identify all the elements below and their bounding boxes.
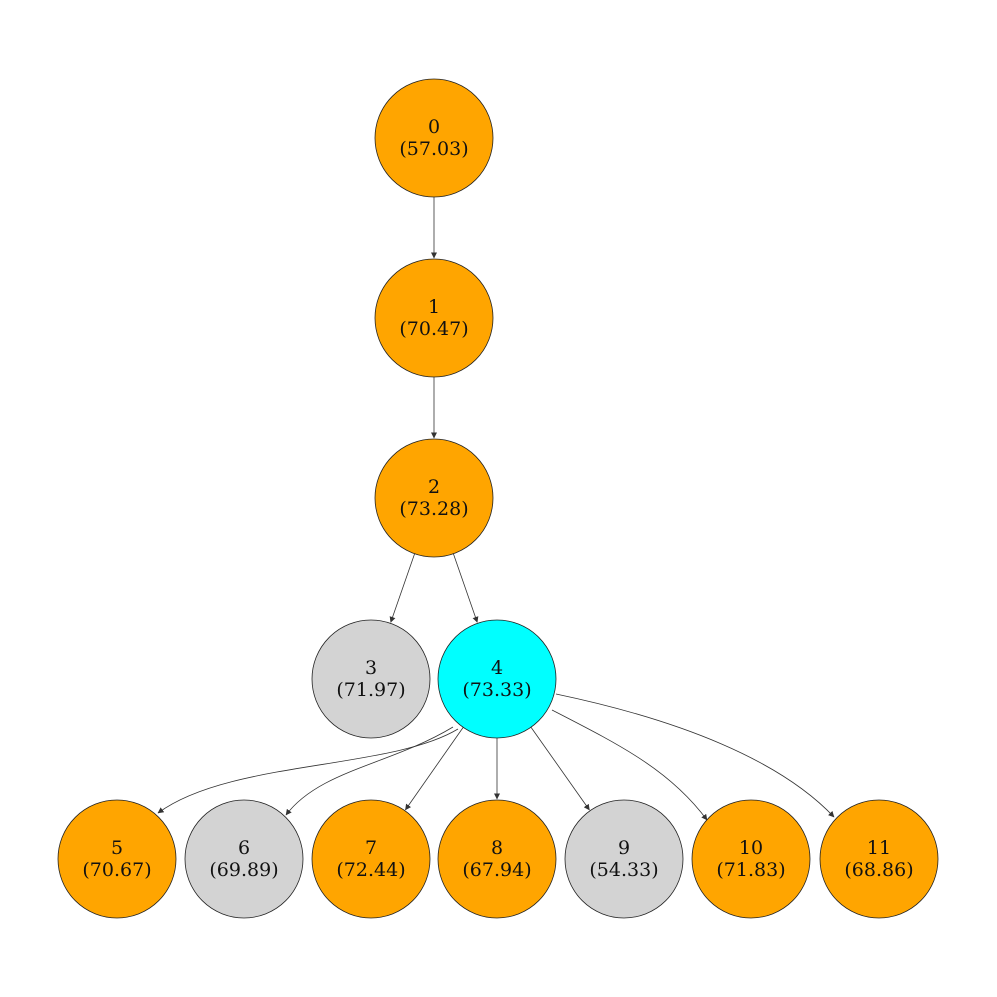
node-2: 2(73.28) — [374, 438, 494, 558]
node-6: 6(69.89) — [184, 799, 304, 919]
edge-4-to-5 — [157, 728, 459, 814]
nodes-layer: 0(57.03)1(70.47)2(73.28)3(71.97)4(73.33)… — [57, 78, 939, 919]
node-10-circle — [691, 799, 811, 919]
node-8: 8(67.94) — [437, 799, 557, 919]
node-2-id-label: 2 — [428, 476, 440, 498]
node-7-value-label: (72.44) — [336, 859, 405, 881]
node-3: 3(71.97) — [311, 619, 431, 739]
edges-layer — [157, 197, 835, 821]
node-3-circle — [311, 619, 431, 739]
edge-2-to-4 — [453, 553, 479, 623]
node-0-value-label: (57.03) — [399, 138, 468, 160]
node-9-circle — [564, 799, 684, 919]
node-8-circle — [437, 799, 557, 919]
node-1-id-label: 1 — [428, 296, 440, 318]
node-3-value-label: (71.97) — [336, 679, 405, 701]
node-8-id-label: 8 — [491, 837, 503, 859]
node-5-circle — [57, 799, 177, 919]
node-4: 4(73.33) — [437, 619, 557, 739]
node-6-circle — [184, 799, 304, 919]
edge-4-to-11 — [555, 693, 835, 818]
node-5-id-label: 5 — [111, 837, 123, 859]
node-4-circle — [437, 619, 557, 739]
edge-4-to-6 — [285, 726, 454, 816]
node-1: 1(70.47) — [374, 258, 494, 378]
node-11-value-label: (68.86) — [844, 859, 913, 881]
node-2-circle — [374, 438, 494, 558]
node-11-id-label: 11 — [867, 837, 891, 859]
node-7-circle — [311, 799, 431, 919]
node-7: 7(72.44) — [311, 799, 431, 919]
edge-4-to-7 — [405, 727, 464, 811]
node-0-circle — [374, 78, 494, 198]
node-4-value-label: (73.33) — [462, 679, 531, 701]
edge-2-to-3 — [389, 553, 415, 623]
node-11: 11(68.86) — [819, 799, 939, 919]
node-10-id-label: 10 — [739, 837, 763, 859]
node-1-circle — [374, 258, 494, 378]
node-9-id-label: 9 — [618, 837, 630, 859]
node-0: 0(57.03) — [374, 78, 494, 198]
node-0-id-label: 0 — [428, 116, 440, 138]
edge-4-to-9 — [530, 726, 590, 811]
node-10-value-label: (71.83) — [716, 859, 785, 881]
node-5: 5(70.67) — [57, 799, 177, 919]
node-11-circle — [819, 799, 939, 919]
node-9-value-label: (54.33) — [589, 859, 658, 881]
node-10: 10(71.83) — [691, 799, 811, 919]
node-6-value-label: (69.89) — [209, 859, 278, 881]
edge-4-to-10 — [551, 709, 708, 821]
node-7-id-label: 7 — [365, 837, 377, 859]
node-6-id-label: 6 — [238, 837, 250, 859]
node-2-value-label: (73.28) — [399, 498, 468, 520]
node-1-value-label: (70.47) — [399, 318, 468, 340]
node-5-value-label: (70.67) — [82, 859, 151, 881]
node-8-value-label: (67.94) — [462, 859, 531, 881]
node-4-id-label: 4 — [491, 657, 503, 679]
node-9: 9(54.33) — [564, 799, 684, 919]
node-3-id-label: 3 — [365, 657, 377, 679]
